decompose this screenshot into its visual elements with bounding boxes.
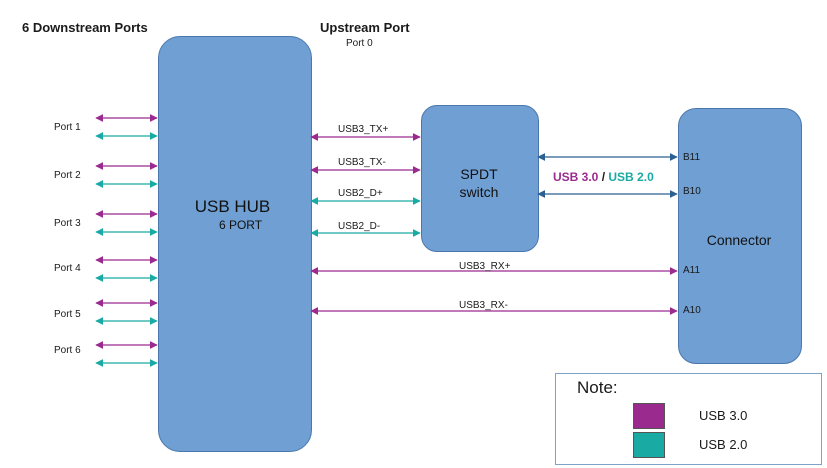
usb3-legend-label: USB 3.0 (699, 408, 748, 423)
usb2-mux-text: USB 2.0 (608, 170, 654, 184)
downstream-ports-title: 6 Downstream Ports (22, 20, 148, 35)
port-6-label: Port 6 (54, 345, 81, 356)
upstream-port-subtitle: Port 0 (346, 38, 373, 49)
usb2-d-minus-label: USB2_D- (338, 221, 381, 232)
port-2-label: Port 2 (54, 170, 81, 181)
usb3-legend-swatch (633, 403, 665, 429)
connector-block (678, 108, 802, 364)
usb2-legend-label: USB 2.0 (699, 437, 748, 452)
note-legend (555, 373, 822, 465)
usb-hub-title: USB HUB (194, 197, 271, 216)
pin-b11-label: B11 (683, 152, 701, 163)
pin-a10-label: A10 (683, 305, 701, 316)
spdt-switch-block (421, 105, 539, 252)
upstream-port-title: Upstream Port (320, 20, 410, 35)
usb3-mux-text: USB 3.0 (553, 170, 599, 184)
port-5-label: Port 5 (54, 309, 81, 320)
usb3-rx-plus-label: USB3_RX+ (459, 261, 511, 272)
usb-hub-block (158, 36, 312, 452)
usb3-rx-minus-label: USB3_RX- (459, 300, 508, 311)
spdt-line2: switch (459, 184, 499, 200)
note-title: Note: (577, 378, 618, 397)
mux-separator: / (601, 170, 606, 184)
pin-a11-label: A11 (683, 265, 701, 276)
spdt-line1: SPDT (460, 166, 498, 182)
port-3-label: Port 3 (54, 218, 81, 229)
usb-hub-subtitle: 6 PORT (218, 218, 263, 232)
pin-b10-label: B10 (683, 186, 701, 197)
usb2-legend-swatch (633, 432, 665, 458)
usb2-d-plus-label: USB2_D+ (338, 188, 383, 199)
usb3-tx-minus-label: USB3_TX- (338, 157, 386, 168)
usb-mux-label: USB 3.0 / USB 2.0 (553, 170, 654, 184)
port-4-label: Port 4 (54, 263, 81, 274)
connector-title: Connector (706, 232, 772, 248)
usb3-tx-plus-label: USB3_TX+ (338, 124, 389, 135)
port-1-label: Port 1 (54, 122, 81, 133)
